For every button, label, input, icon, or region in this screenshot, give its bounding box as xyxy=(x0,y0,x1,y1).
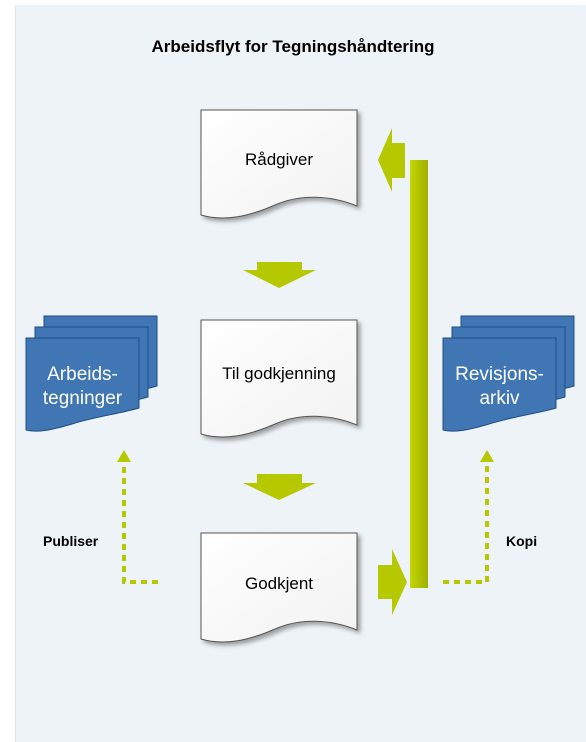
left-arrow-icon xyxy=(378,128,405,192)
publish-label: Publiser xyxy=(43,533,99,549)
left-stack-line2: tegninger xyxy=(42,388,123,409)
left-stack-label: Arbeids- tegninger xyxy=(26,363,139,411)
up-arrow-icon xyxy=(480,450,494,462)
copy-label: Kopi xyxy=(506,533,538,549)
publish-dotted-line xyxy=(122,465,158,584)
step-document-3 xyxy=(200,532,358,643)
right-document-stack xyxy=(442,315,575,432)
step-document-1 xyxy=(200,109,358,219)
step-document-2 xyxy=(200,319,358,438)
left-document-stack xyxy=(25,315,158,432)
down-arrow-icon xyxy=(243,262,316,288)
left-stack-line1: Arbeids- xyxy=(47,364,118,385)
right-arrow-icon xyxy=(378,549,407,615)
diagram-title: Arbeidsflyt for Tegningshåndtering xyxy=(151,37,435,56)
right-stack-line2: arkiv xyxy=(479,388,520,409)
right-stack-label: Revisjons- arkiv xyxy=(443,363,556,411)
up-arrow-icon xyxy=(117,450,131,462)
right-stack-line1: Revisjons- xyxy=(455,364,544,385)
step-label-til-godkjenning: Til godkjenning xyxy=(222,364,336,383)
step-label-godkjent: Godkjent xyxy=(244,574,314,593)
step-label-radgiver: Rådgiver xyxy=(244,150,314,169)
down-arrow-icon xyxy=(243,474,316,500)
feedback-bar xyxy=(410,160,428,588)
copy-dotted-line xyxy=(443,465,489,584)
